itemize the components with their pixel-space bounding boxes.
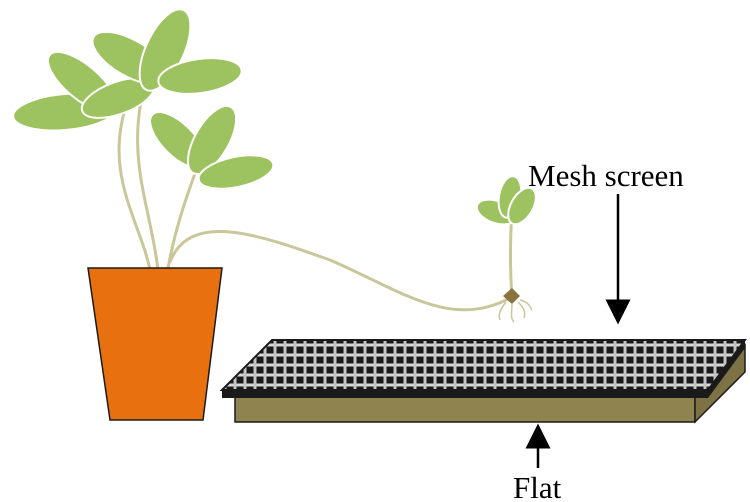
mesh-screen-label: Mesh screen — [528, 158, 684, 193]
leaf — [197, 154, 275, 190]
leaf — [157, 57, 243, 95]
leaf — [507, 186, 537, 226]
runner-stem — [168, 230, 512, 312]
mesh-surface — [219, 339, 747, 391]
pot — [87, 267, 223, 421]
daughter-roots — [498, 299, 533, 323]
mesh-front-edge — [222, 390, 708, 398]
daughter-crown — [503, 288, 520, 304]
mesh-screen — [219, 339, 747, 398]
leaf — [138, 8, 192, 92]
mother-plant-leaves — [12, 8, 275, 190]
mesh-side-edge — [708, 340, 745, 398]
daughter-plant — [475, 175, 537, 323]
stem-right — [166, 158, 202, 270]
flat-label: Flat — [513, 470, 562, 502]
leaf — [186, 105, 238, 175]
stem-left — [117, 93, 152, 272]
